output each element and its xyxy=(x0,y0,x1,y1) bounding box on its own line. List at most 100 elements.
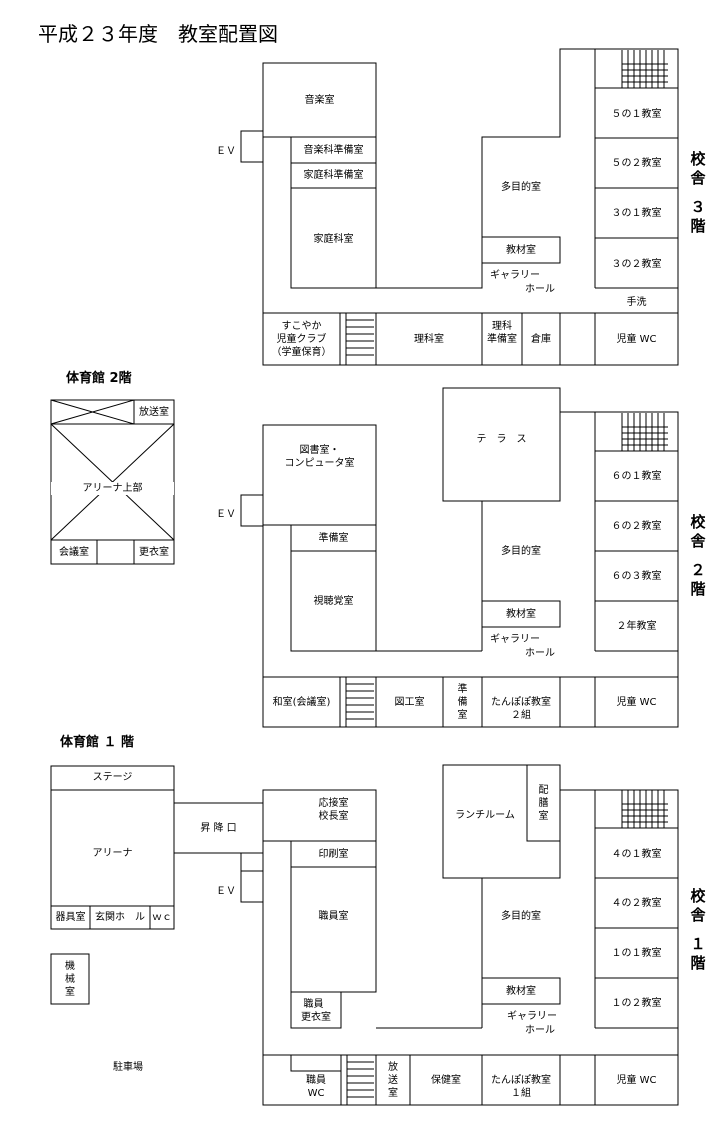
gym-changing: 更衣室 xyxy=(139,547,169,558)
building-label-2f: 校 舎 ２ 階 xyxy=(688,513,708,599)
ev-1f: ＥＶ xyxy=(216,886,236,897)
sci-prep-line2: 準備室 xyxy=(487,334,517,345)
gym-meeting: 会議室 xyxy=(59,547,89,558)
art-prep-char: 備 xyxy=(457,697,468,708)
building-label-3f: 校 舎 ３ 階 xyxy=(688,150,708,236)
library-line1: 図書室・ xyxy=(299,445,340,456)
floor-unit: 階 xyxy=(690,217,706,235)
serving-char: 配 xyxy=(538,785,549,796)
wc-2f: 児童 WC xyxy=(616,697,657,708)
page-title: 平成２３年度 教室配置図 xyxy=(38,22,278,46)
club-line3: （学童保育） xyxy=(271,347,332,358)
room-multipurpose-2f: 多目的室 xyxy=(501,546,541,557)
building-char-1: 校 xyxy=(690,887,706,905)
floor-unit: 階 xyxy=(690,954,706,972)
gym-broadcast: 放送室 xyxy=(139,407,169,418)
room-serving: 配 膳 室 xyxy=(527,784,560,823)
hall-label-1f: ホール xyxy=(525,1025,555,1036)
club-line1: すこやか xyxy=(281,321,322,332)
staff-locker-line1: 職員 xyxy=(303,999,324,1010)
broadcast-char: 室 xyxy=(388,1088,398,1099)
room-materials-2f: 教材室 xyxy=(506,609,536,620)
entrance: 昇 降 口 xyxy=(200,823,237,834)
building-label-1f: 校 舎 １ 階 xyxy=(688,887,708,973)
room-music-prep: 音楽科準備室 xyxy=(303,145,364,156)
machine-char: 機 xyxy=(65,961,75,972)
room-storage: 倉庫 xyxy=(531,334,551,345)
sci-prep-line1: 理科 xyxy=(492,321,512,332)
room-materials: 教材室 xyxy=(506,245,536,256)
room-health: 保健室 xyxy=(431,1075,461,1086)
ev-3f: ＥＶ xyxy=(216,146,236,157)
tanpopo-1-line1: たんぽぽ教室 xyxy=(491,1075,551,1086)
club-line2: 児童クラブ xyxy=(276,334,327,345)
classroom-3-2: ３の２教室 xyxy=(611,259,662,270)
tanpopo-1-line2: １組 xyxy=(511,1088,531,1099)
ev-2f: ＥＶ xyxy=(216,509,236,520)
terrace: テ ラ ス xyxy=(476,434,527,445)
classroom-4-1: ４の１教室 xyxy=(611,849,662,860)
wc-1f: 児童 WC xyxy=(616,1075,657,1086)
room-art-prep: 準 備 室 xyxy=(443,683,482,722)
classroom-6-2: ６の２教室 xyxy=(611,521,662,532)
gallery-label-1f: ギャラリー xyxy=(507,1011,557,1022)
building-char-1: 校 xyxy=(690,513,706,531)
classroom-4-2: ４の２教室 xyxy=(611,898,662,909)
tanpopo-2-line1: たんぽぽ教室 xyxy=(491,697,551,708)
floor-number: ３ xyxy=(690,198,706,216)
gym-hall: 玄関ホ ル xyxy=(95,912,145,923)
art-prep-char: 室 xyxy=(457,710,468,721)
room-art: 図工室 xyxy=(394,697,425,708)
machine-room: 機 械 室 xyxy=(51,960,89,999)
gym-2f-header: 体育館 2階 xyxy=(66,371,132,386)
machine-char: 械 xyxy=(65,974,75,985)
building-char-2: 舎 xyxy=(690,532,706,550)
room-science: 理科室 xyxy=(414,334,444,345)
broadcast-char: 送 xyxy=(388,1075,398,1086)
room-materials-1f: 教材室 xyxy=(506,986,536,997)
room-lunch: ランチルーム xyxy=(455,810,515,821)
building-char-2: 舎 xyxy=(690,906,706,924)
gym-stage: ステージ xyxy=(92,772,133,783)
room-printing: 印刷室 xyxy=(318,849,349,860)
classroom-6-3: ６の３教室 xyxy=(611,571,662,582)
classroom-6-1: ６の１教室 xyxy=(611,471,662,482)
serving-char: 室 xyxy=(538,811,549,822)
staff-locker-line2: 更衣室 xyxy=(301,1012,331,1023)
room-home-economics: 家庭科室 xyxy=(313,234,354,245)
wash-area: 手洗 xyxy=(626,297,647,308)
gym-arena: アリーナ xyxy=(92,848,133,859)
room-broadcast: 放 送 室 xyxy=(376,1061,410,1100)
room-japanese: 和室(会議室) xyxy=(272,697,331,708)
broadcast-char: 放 xyxy=(388,1062,398,1073)
classroom-grade2: ２年教室 xyxy=(616,621,657,632)
reception-line2: 校長室 xyxy=(318,811,349,822)
gym-1f-header: 体育館 １ 階 xyxy=(60,735,135,750)
room-prep: 準備室 xyxy=(318,533,349,544)
room-av: 視聴覚室 xyxy=(313,596,354,607)
room-home-prep: 家庭科準備室 xyxy=(303,170,364,181)
classroom-1-1: １の１教室 xyxy=(611,948,662,959)
staff-wc-line1: 職員 xyxy=(306,1075,326,1086)
room-staff: 職員室 xyxy=(318,911,349,922)
classroom-3-1: ３の１教室 xyxy=(611,208,662,219)
tanpopo-2-line2: ２組 xyxy=(511,710,531,721)
room-multipurpose-1f: 多目的室 xyxy=(501,911,541,922)
gym-equipment: 器具室 xyxy=(55,912,86,923)
classroom-5-1: ５の１教室 xyxy=(611,109,662,120)
arena-upper: アリーナ上部 xyxy=(51,482,174,495)
floor-number: １ xyxy=(690,935,706,953)
gym-wc: ｗｃ xyxy=(152,912,172,923)
reception-line1: 応接室 xyxy=(318,798,349,809)
building-char-1: 校 xyxy=(690,150,706,168)
floor-unit: 階 xyxy=(690,580,706,598)
classroom-1-2: １の２教室 xyxy=(611,998,662,1009)
room-music: 音楽室 xyxy=(304,95,335,106)
gallery-label-2f: ギャラリー xyxy=(490,634,540,645)
room-multipurpose: 多目的室 xyxy=(501,182,541,193)
machine-char: 室 xyxy=(65,987,75,998)
floor-number: ２ xyxy=(690,561,706,579)
art-prep-char: 準 xyxy=(457,684,468,695)
parking: 駐車場 xyxy=(113,1062,143,1073)
hall-label-2f: ホール xyxy=(525,648,555,659)
